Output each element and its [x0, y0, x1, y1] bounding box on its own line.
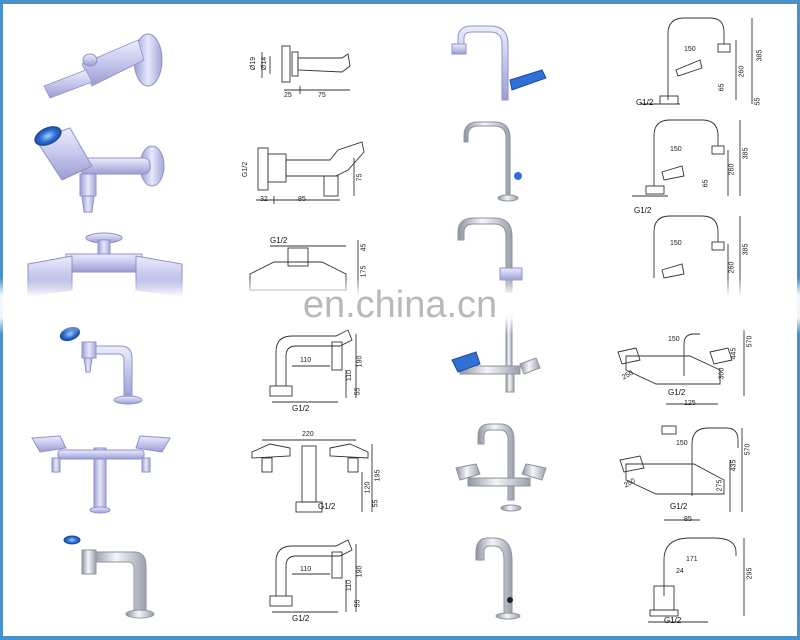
dim-label: 110: [346, 579, 354, 592]
thread-label: G1/2: [664, 616, 682, 625]
dim-label: 150: [676, 440, 688, 447]
dim-label: 55: [372, 499, 380, 508]
watermark-text: en.china.cn: [302, 284, 498, 326]
thread-label: G1/2: [318, 502, 336, 511]
dim-label: Ø14: [261, 56, 269, 71]
thread-label: G1/2: [292, 404, 310, 413]
faucet-photo-chrome-gooseneck: [63, 535, 155, 619]
dim-label: 150: [670, 146, 682, 153]
dim-label: 24: [676, 568, 684, 575]
dim-label: 25: [284, 92, 292, 99]
faucet-photo-wall-nozzle: [43, 33, 163, 99]
dim-label: 171: [686, 556, 698, 563]
thread-label: G1/2: [636, 98, 654, 107]
thread-label: G1/2: [634, 206, 652, 215]
dim-label: 125: [684, 400, 696, 407]
dim-label: 55: [354, 599, 362, 608]
thread-label: G1/2: [270, 236, 288, 245]
thread-label: G1/2: [670, 502, 688, 511]
dim-label: 75: [356, 173, 364, 182]
dim-label: 85: [298, 196, 306, 203]
faucet-photo-gooseneck-blue-nozzle: [59, 326, 143, 405]
dim-label: 260: [728, 261, 736, 274]
dim-label: 110: [300, 566, 312, 573]
dim-label: 300: [718, 367, 726, 380]
dim-label: 275: [716, 479, 724, 492]
faucet-photo-double-arm-tap: [31, 435, 171, 514]
dim-label: 110: [346, 369, 354, 382]
faucet-photo-gooseneck-lever-1: [451, 25, 547, 101]
dim-label: G1/2: [242, 161, 250, 178]
dim-label: 190: [356, 565, 364, 578]
dim-label: 385: [756, 49, 764, 62]
thread-label: G1/2: [668, 388, 686, 397]
dim-label: 55: [354, 387, 362, 396]
dim-label: 570: [744, 443, 752, 456]
dim-label: 260: [728, 163, 736, 176]
dim-label: 175: [360, 265, 368, 278]
dim-label: 45: [360, 243, 368, 252]
frame-border-bottom: [0, 636, 800, 640]
dim-label: 150: [684, 46, 696, 53]
faucet-photo-gooseneck-double-5: [455, 423, 547, 512]
dim-label: 75: [318, 92, 326, 99]
dim-label: 150: [668, 336, 680, 343]
dim-label: 55: [754, 97, 762, 106]
faucet-photo-wall-tap-blue-handle: [34, 126, 165, 213]
dim-label: 32: [260, 196, 268, 203]
dim-label: 120: [364, 481, 372, 494]
dim-label: 65: [718, 83, 726, 92]
dim-label: 190: [356, 355, 364, 368]
dim-label: 385: [742, 243, 750, 256]
dim-label: 435: [730, 459, 738, 472]
frame-border-top: [0, 0, 800, 4]
dim-label: 85: [684, 516, 692, 523]
dim-label: 220: [302, 431, 314, 438]
dim-label: 385: [742, 147, 750, 160]
dim-label: 570: [746, 335, 754, 348]
dim-label: 150: [670, 240, 682, 247]
faucet-photo-sensor-faucet-6: [475, 537, 521, 620]
watermark-band: [0, 278, 800, 334]
dim-label: 260: [738, 65, 746, 78]
dim-label: Ø19: [250, 56, 258, 71]
dim-label: 445: [730, 347, 738, 360]
dim-label: 65: [702, 179, 710, 188]
faucet-photo-gooseneck-chrome-2: [463, 121, 522, 202]
dim-label: 110: [300, 357, 312, 364]
dim-label: 195: [374, 469, 382, 482]
drawing-column-4: [617, 17, 753, 623]
drawing-column-2: [249, 45, 373, 613]
dim-label: 295: [746, 567, 754, 580]
thread-label: G1/2: [292, 614, 310, 623]
